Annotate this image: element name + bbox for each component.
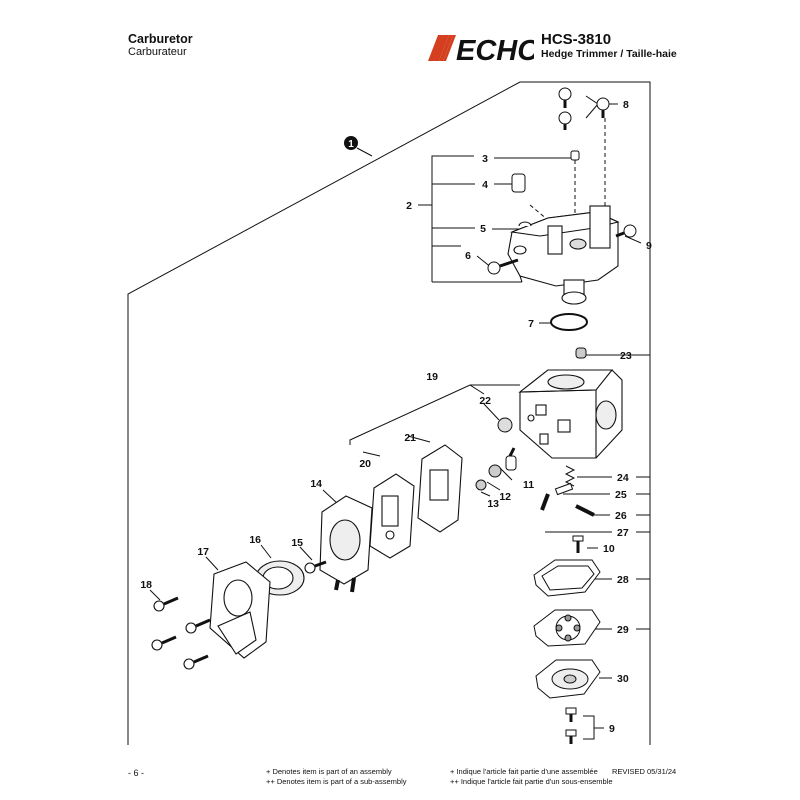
callout-12: 12 bbox=[499, 491, 511, 503]
product-name: Hedge Trimmer / Taille-haie bbox=[541, 48, 677, 60]
throttle-body-illustration bbox=[507, 205, 620, 305]
bracket-2 bbox=[431, 155, 474, 282]
part-23-plug bbox=[575, 347, 587, 359]
part-26-pin bbox=[575, 504, 595, 517]
callout-25: 25 bbox=[615, 489, 627, 501]
model-number: HCS-3810 bbox=[541, 31, 612, 48]
footer-notes-english: + Denotes item is part of an assembly ++… bbox=[266, 767, 406, 786]
part-28-gasket bbox=[533, 559, 601, 597]
part-18-screws bbox=[151, 596, 211, 670]
part-14-pump-body bbox=[319, 495, 373, 593]
part-8-screws bbox=[558, 87, 610, 130]
callout-15: 15 bbox=[291, 537, 303, 549]
callout-19: 19 bbox=[426, 371, 438, 383]
note-assembly-en: + Denotes item is part of an assembly bbox=[266, 767, 392, 776]
note-assembly-fr: + Indique l'article fait partie d'une as… bbox=[450, 767, 598, 776]
footer-notes-french: + Indique l'article fait partie d'une as… bbox=[450, 767, 613, 786]
page-title: Carburetor bbox=[128, 32, 193, 46]
leader-1 bbox=[356, 147, 373, 157]
part-9-screw bbox=[615, 224, 637, 238]
part-21-gasket bbox=[417, 444, 463, 533]
page-header-left: Carburetor Carburateur bbox=[128, 32, 193, 59]
callout-29: 29 bbox=[617, 624, 629, 636]
part-30-cover bbox=[535, 659, 601, 699]
echo-logo: ECHO bbox=[428, 35, 534, 63]
callout-9-lower: 9 bbox=[609, 723, 615, 735]
part-24-spring bbox=[564, 465, 576, 487]
callout-5: 5 bbox=[480, 223, 486, 235]
callout-30: 30 bbox=[617, 673, 629, 685]
part-27-needle bbox=[540, 493, 550, 511]
page-number: - 6 - bbox=[128, 768, 145, 778]
note-subassembly-fr: ++ Indique l'article fait partie d'un so… bbox=[450, 776, 613, 786]
callout-7: 7 bbox=[528, 318, 534, 330]
callout-3: 3 bbox=[482, 153, 488, 165]
part-22-seal bbox=[497, 417, 513, 433]
part-17-bracket bbox=[209, 561, 271, 659]
part-13-spring bbox=[475, 479, 487, 491]
page-title-french: Carburateur bbox=[128, 46, 187, 58]
callout-14: 14 bbox=[310, 478, 322, 490]
callout-8: 8 bbox=[623, 99, 629, 111]
part-10-screw bbox=[572, 535, 584, 553]
part-3-plug bbox=[570, 150, 580, 161]
part-29-diaphragm bbox=[533, 609, 601, 647]
carburetor-body-illustration bbox=[518, 369, 623, 459]
callout-9: 9 bbox=[646, 240, 652, 252]
brand-wordmark: ECHO bbox=[456, 35, 534, 63]
callout-24: 24 bbox=[617, 472, 629, 484]
callout-28: 28 bbox=[617, 574, 629, 586]
callout-10: 10 bbox=[603, 543, 615, 555]
part-9-lower-screws bbox=[565, 707, 577, 744]
part-6-screw bbox=[487, 258, 519, 275]
part-15-screw bbox=[304, 560, 327, 574]
callout-6: 6 bbox=[465, 250, 471, 262]
part-5-clip bbox=[518, 221, 532, 227]
callout-27: 27 bbox=[617, 527, 629, 539]
callout-22: 22 bbox=[479, 395, 491, 407]
part-7-gasket-ring bbox=[550, 313, 588, 331]
callout-18: 18 bbox=[140, 579, 152, 591]
callout-17: 17 bbox=[197, 546, 209, 558]
part-20-plate bbox=[369, 473, 415, 559]
part-4-lever bbox=[511, 173, 526, 193]
callout-13: 13 bbox=[487, 498, 499, 510]
callout-4: 4 bbox=[482, 179, 488, 191]
part-25-lever bbox=[554, 482, 574, 496]
callout-20: 20 bbox=[359, 458, 371, 470]
callout-21: 21 bbox=[404, 432, 416, 444]
page-header-right: HCS-3810 Hedge Trimmer / Taille-haie bbox=[541, 31, 677, 61]
callout-11: 11 bbox=[523, 479, 534, 491]
svg-text:1: 1 bbox=[348, 139, 354, 150]
assembly-outline bbox=[127, 81, 651, 745]
note-subassembly-en: ++ Denotes item is part of a sub-assembl… bbox=[266, 776, 407, 786]
callout-26: 26 bbox=[615, 510, 627, 522]
part-11-needle bbox=[505, 447, 517, 471]
assembly-marker: 1 bbox=[344, 136, 358, 150]
callout-2: 2 bbox=[406, 200, 412, 212]
callout-16: 16 bbox=[249, 534, 261, 546]
revision-date: REVISED 05/31/24 bbox=[612, 767, 677, 776]
part-12-washer bbox=[488, 464, 502, 478]
callout-23: 23 bbox=[620, 350, 632, 362]
